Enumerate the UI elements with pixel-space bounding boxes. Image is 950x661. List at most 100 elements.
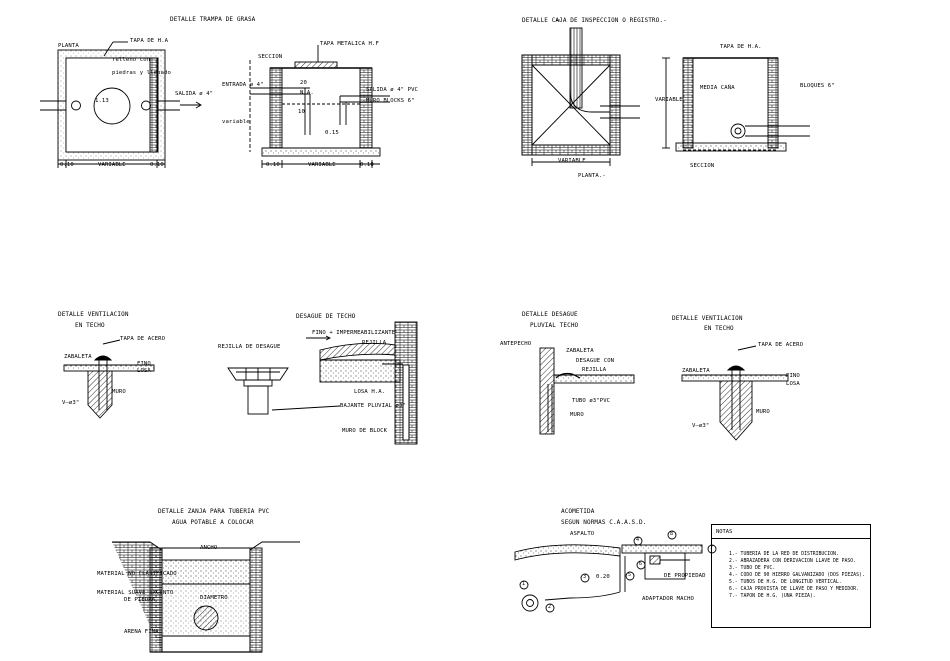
pluvial-rejilla-label: REJILLA	[582, 367, 607, 373]
acometida-title2: SEGUN NORMAS C.A.A.S.D.	[561, 519, 647, 526]
caja-title: DETALLE CAJA DE INSPECCION O REGISTRO.-	[522, 17, 667, 24]
caja-variable-v-label: VARIABLE	[655, 97, 683, 103]
caja-seccion-label: SECCION	[690, 163, 715, 169]
acometida-title1: ACOMETIDA	[561, 508, 595, 515]
nota-line: 4.- CODO DE 90 HIERRO GALVANIZADO (DOS P…	[729, 573, 865, 578]
rejilla-desague-label: REJILLA DE DESAGUE	[218, 344, 281, 350]
desague-pluvial-title1: DETALLE DESAGUE	[522, 311, 578, 318]
callout-8: 8	[670, 531, 674, 537]
trampa-dim2-right: 0.10	[360, 162, 374, 168]
trampa-tapa-label: TAPA DE H.A	[130, 38, 169, 44]
caja-tapa-label: TAPA DE H.A.	[720, 44, 762, 50]
material-suave-label: MATERIAL SUAVE EXCENTO	[97, 590, 174, 596]
nota-line: 2.- ABRAZADERA CON DERIVACION LLAVE DE P…	[729, 559, 857, 564]
vent-left-drawing	[63, 339, 155, 419]
trampa-planta-label: PLANTA	[58, 43, 79, 49]
vent-right-tapa-label: TAPA DE ACERO	[758, 342, 804, 348]
acometida-dim-label: 0.20	[596, 574, 610, 580]
caja-bloques-label: BLOQUES 6"	[800, 83, 835, 89]
nota-line: 5.- TUBOS DE H.G. DE LONGITUD VERTICAL.	[729, 580, 842, 585]
losa-label: LOSA H.A.	[354, 389, 386, 395]
trampa-salida-pvc-label: SALIDA ø 4" PVC	[366, 87, 419, 93]
vent-left-muro-label: MURO	[112, 389, 126, 395]
callout-6: 6	[639, 561, 643, 567]
vent-left-tapa-label: TAPA DE ACERO	[120, 336, 166, 342]
callout-3: 3	[583, 574, 587, 580]
trampa-salida-label: SALIDA ø 4"	[175, 91, 214, 97]
trampa-d20-label: 20	[300, 80, 307, 86]
desague-techo-drawing	[227, 321, 418, 445]
pluvial-muro-label: MURO	[570, 412, 584, 418]
pluvial-zabaleta-label: ZABALETA	[566, 348, 594, 354]
trampa-entrada-label: ENTRADA ø 4"	[222, 82, 264, 88]
trampa-seccion-label: SECCION	[258, 54, 283, 60]
callout-1: 1	[522, 581, 526, 587]
vent-left-title2: EN TECHO	[75, 322, 105, 329]
desague-pluvial-title2: PLUVIAL TECHO	[530, 322, 579, 329]
trampa-variable3-label: VARIABLE	[308, 162, 336, 168]
vent-right-losa-label: LOSA	[786, 381, 800, 387]
arena-label: ARENA FINA	[124, 629, 159, 635]
material-no-label: MATERIAL NO CLASIFICADO	[97, 571, 177, 577]
trampa-seccion-drawing	[249, 45, 390, 168]
trampa-d015-label: 0.15	[325, 130, 339, 136]
vent-left-zabaleta-label: ZABALETA	[64, 354, 92, 360]
zanja-title1: DETALLE ZANJA PARA TUBERIA PVC	[158, 508, 270, 515]
muro-block-label: MURO DE BLOCK	[342, 428, 388, 434]
trampa-dim-label: 1.13	[95, 98, 109, 104]
trampa-muro-label: MURO BLOCKS 6"	[366, 98, 415, 104]
tubo-label: TUBO ø3"PVC	[572, 398, 611, 404]
vent-right-title1: DETALLE VENTILACION	[672, 315, 743, 322]
desague-pluvial-drawing	[539, 347, 635, 435]
trampa-dim2-left: 0.10	[266, 162, 280, 168]
caja-variable-label: VARIABLE	[558, 158, 586, 164]
trampa-piedras-label: piedras y llenado	[112, 70, 171, 76]
trampa-dim-right: 0.10	[150, 162, 164, 168]
vent-right-drawing	[681, 345, 789, 441]
zanja-drawing	[112, 541, 300, 653]
diametro-label: DIAMETRO	[200, 595, 228, 601]
nota-line: 7.- TAPON DE H.G. (UNA PIEZA).	[729, 594, 816, 599]
vent-right-v-label: V—ø3"	[692, 423, 710, 429]
vent-right-muro-label: MURO	[756, 409, 770, 415]
trampa-planta-drawing	[40, 41, 202, 168]
de-propiedad-label: DE PROPIEDAD	[664, 573, 706, 579]
vent-left-losa-label: LOSA	[137, 368, 151, 374]
vent-left-title1: DETALLE VENTILACION	[58, 311, 129, 318]
trampa-relleno-label: relleno con	[112, 57, 151, 63]
vent-left-fino-label: FINO	[137, 361, 151, 367]
trampa-dim-left: 0.10	[60, 162, 74, 168]
fino-imp-label: FINO + IMPERMEABILIZANTE	[312, 330, 396, 336]
trampa-tapa-metalica-label: TAPA METALICA H.F	[320, 41, 379, 47]
trampa-title: DETALLE TRAMPA DE GRASA	[170, 16, 256, 23]
notas-divider	[712, 538, 870, 539]
asfalto-label: ASFALTO	[570, 531, 595, 537]
zanja-title2: AGUA POTABLE A COLOCAR	[172, 519, 254, 526]
callout-5: 5	[628, 572, 632, 578]
caja-media-cana-label: MEDIA CAÑA	[700, 85, 735, 91]
notas-heading: NOTAS	[716, 529, 733, 535]
callout-2: 2	[548, 604, 552, 610]
caja-planta-drawing	[521, 27, 640, 166]
bajante-label: BAJANTE PLUVIAL ø3"	[340, 403, 406, 409]
de-piedra-label: DE PIEDRA	[124, 597, 156, 603]
vent-right-title2: EN TECHO	[704, 325, 734, 332]
caja-seccion-drawing	[662, 57, 810, 152]
trampa-variable-label: VARIABLE	[98, 162, 126, 168]
desague-con-label: DESAGUE CON	[576, 358, 615, 364]
rejilla-label: REJILLA	[362, 340, 387, 346]
notas-box: NOTAS 1.- TUBERIA DE LA RED DE DISTRIBUC…	[711, 524, 871, 628]
vent-right-fino-label: FINO	[786, 373, 800, 379]
vent-left-v-label: V—ø3"	[62, 400, 80, 406]
zanja-ancho-label: ANCHO	[200, 545, 218, 551]
nota-line: 1.- TUBERIA DE LA RED DE DISTRIBUCION.	[729, 552, 839, 557]
acometida-drawing	[514, 530, 717, 613]
caja-planta-label: PLANTA.-	[578, 173, 606, 179]
adaptador-label: ADAPTADOR MACHO	[642, 596, 695, 602]
callout-4: 4	[636, 537, 640, 543]
trampa-variable2-label: variable	[222, 119, 250, 125]
desague-techo-title: DESAGUE DE TECHO	[296, 313, 356, 320]
nota-line: 6.- CAJA PROVISTA DE LLAVE DE PASO Y MED…	[729, 587, 859, 592]
trampa-na-label: N.A.	[300, 90, 314, 96]
